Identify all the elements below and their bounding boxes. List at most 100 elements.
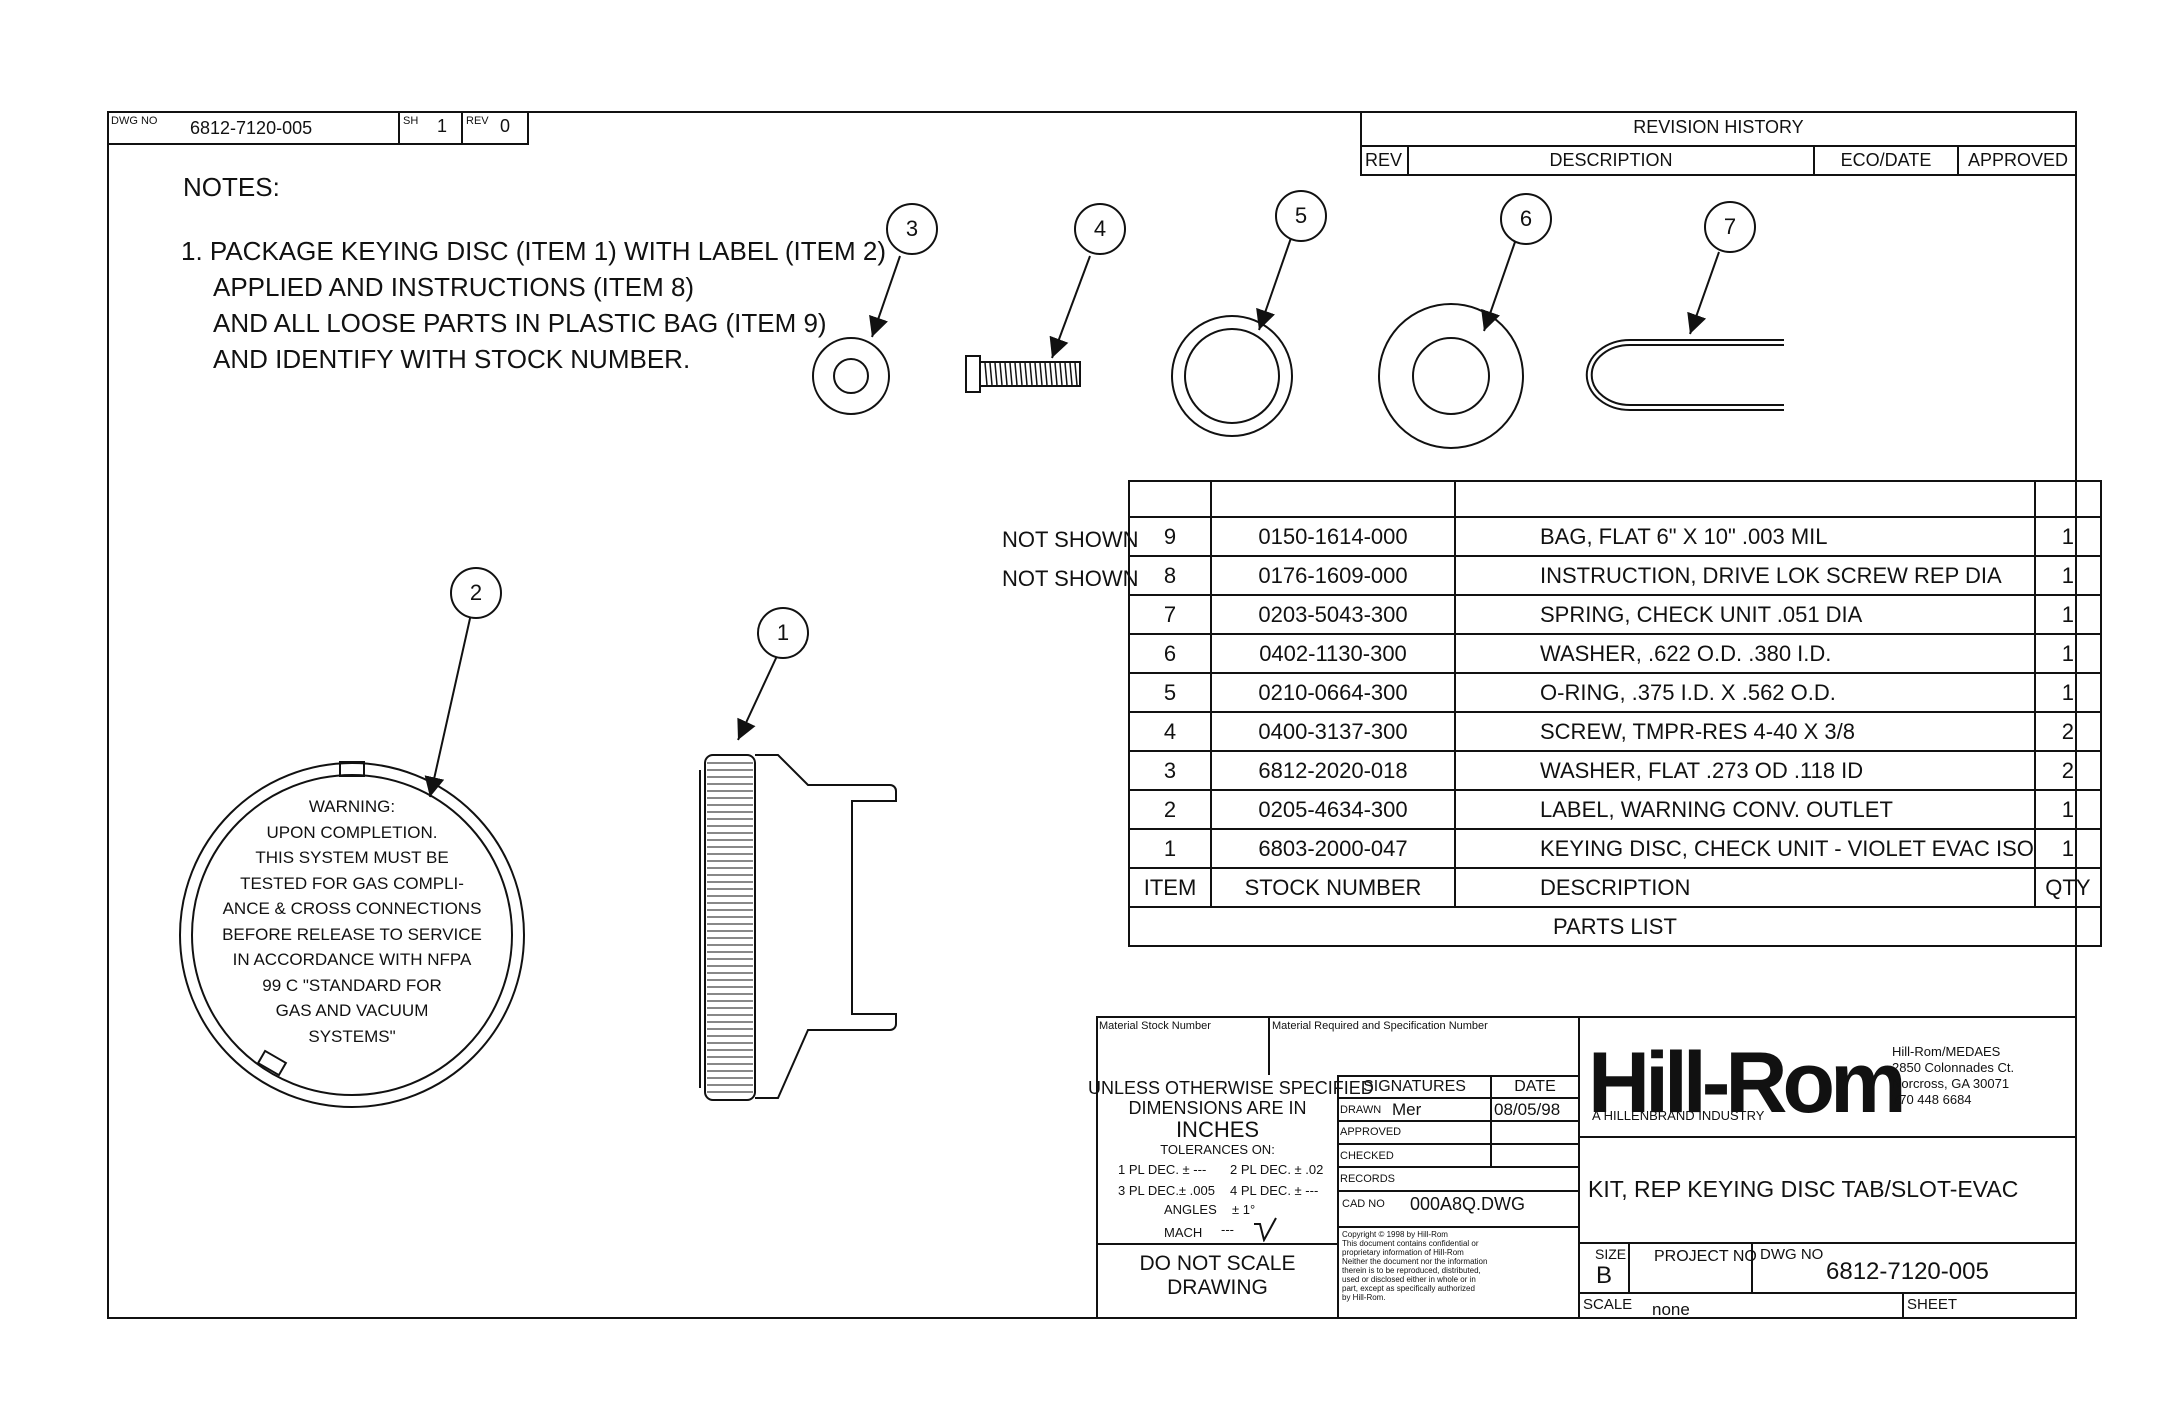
- rev-label: REV: [466, 115, 489, 127]
- note-line: APPLIED AND INSTRUCTIONS (ITEM 8): [213, 272, 695, 302]
- dwg-no: 6812-7120-005: [190, 118, 313, 138]
- notes-title: NOTES:: [183, 172, 280, 202]
- note-line: AND IDENTIFY WITH STOCK NUMBER.: [213, 344, 691, 374]
- item-cell: 5: [1128, 672, 1212, 713]
- size-label: SIZE: [1595, 1246, 1627, 1262]
- parts-list-title: PARTS LIST: [1128, 906, 2102, 947]
- tolerance-1pl: 1 PL DEC. ± ---: [1118, 1162, 1207, 1177]
- note-line: 1. PACKAGE KEYING DISC (ITEM 1) WITH LAB…: [181, 236, 887, 266]
- description-col-header: DESCRIPTION: [1549, 150, 1673, 170]
- balloon-4: 4: [1093, 216, 1107, 241]
- description-cell: BAG, FLAT 6" X 10" .003 MIL: [1454, 516, 2036, 557]
- signatures-header: SIGNATURES: [1363, 1078, 1466, 1095]
- item-col-header: ITEM: [1128, 867, 1212, 908]
- item-cell: 8: [1128, 555, 1212, 596]
- approved-col-header: APPROVED: [1967, 150, 2069, 170]
- item-cell: 1: [1128, 828, 1212, 869]
- washer-large: [1378, 303, 1524, 449]
- mach-label: MACH: [1164, 1225, 1203, 1240]
- tolerance-4pl: 4 PL DEC. ± ---: [1230, 1183, 1319, 1198]
- dimensions-text: DIMENSIONS ARE IN: [1128, 1098, 1307, 1118]
- balloon-1: 1: [776, 620, 790, 645]
- balloon-3: 3: [905, 216, 919, 241]
- balloon-6: 6: [1519, 206, 1533, 231]
- screw-shank: [979, 361, 1081, 387]
- item-cell: 2: [1128, 789, 1212, 830]
- screw-thread: [984, 362, 988, 386]
- drawing-title: KIT, REP KEYING DISC TAB/SLOT-EVAC: [1588, 1176, 2019, 1202]
- note-line: AND ALL LOOSE PARTS IN PLASTIC BAG (ITEM…: [213, 308, 827, 338]
- description-cell: SCREW, TMPR-RES 4-40 X 3/8: [1454, 711, 2036, 752]
- screw-thread: [1024, 362, 1028, 386]
- project-no-label: PROJECT NO: [1654, 1248, 1757, 1265]
- balloon-7: 7: [1723, 214, 1737, 239]
- qty-cell: 1: [2033, 516, 2102, 557]
- screw-thread: [1014, 362, 1018, 386]
- revision-history-table: [1360, 111, 2077, 176]
- desc-col-header: DESCRIPTION: [1454, 867, 2036, 908]
- checked-label: CHECKED: [1340, 1150, 1394, 1162]
- tolerance-2pl: 2 PL DEC. ± .02: [1230, 1162, 1324, 1177]
- item-cell: 4: [1128, 711, 1212, 752]
- parts-list-header-row: ITEM STOCK NUMBER DESCRIPTION QTY: [1128, 867, 2102, 908]
- description-cell: WASHER, FLAT .273 OD .118 ID: [1454, 750, 2036, 791]
- stock-number-cell: 0402-1130-300: [1210, 633, 1456, 674]
- drawn-date: 08/05/98: [1494, 1100, 1561, 1119]
- qty-cell: 2: [2033, 711, 2102, 752]
- screw-thread: [1034, 362, 1038, 386]
- qty-cell: 1: [2033, 555, 2102, 596]
- item-cell: 3: [1128, 750, 1212, 791]
- company-logo: Hill-Rom: [1588, 1035, 1907, 1131]
- screw-head: [965, 355, 981, 393]
- keying-disc-body: [755, 754, 897, 1099]
- washer-small: [812, 337, 890, 415]
- keying-disc-knurl: [704, 754, 756, 1101]
- stock-number-cell: 0400-3137-300: [1210, 711, 1456, 752]
- item-cell: 9: [1128, 516, 1212, 557]
- sheet-label: SH: [403, 115, 419, 127]
- qty-cell: 1: [2033, 789, 2102, 830]
- dwg-no-label: DWG NO: [111, 115, 158, 127]
- description-cell: KEYING DISC, CHECK UNIT - VIOLET EVAC IS…: [1454, 828, 2036, 869]
- rev-number: 0: [500, 116, 511, 136]
- not-shown-label: NOT SHOWN: [1002, 566, 1139, 591]
- company-tagline: A HILLENBRAND INDUSTRY: [1592, 1108, 1765, 1123]
- sheet-label-tb: SHEET: [1907, 1296, 1958, 1313]
- screw-thread: [1059, 362, 1063, 386]
- description-cell: INSTRUCTION, DRIVE LOK SCREW REP DIA: [1454, 555, 2036, 596]
- do-not-scale: DO NOT SCALE: [1139, 1252, 1296, 1275]
- screw-thread: [999, 362, 1003, 386]
- drawing-number: 6812-7120-005: [1826, 1258, 1989, 1285]
- stock-number-cell: 0203-5043-300: [1210, 594, 1456, 635]
- surface-finish-icon: [1254, 1217, 1277, 1242]
- units-text: INCHES: [1175, 1117, 1260, 1142]
- drawn-label: DRAWN: [1340, 1104, 1382, 1116]
- rev-col-header: REV: [1364, 150, 1402, 170]
- date-header: DATE: [1514, 1078, 1556, 1095]
- screw-thread: [994, 362, 998, 386]
- screw-thread: [1044, 362, 1048, 386]
- qty-cell: 1: [2033, 828, 2102, 869]
- qty-cell: 2: [2033, 750, 2102, 791]
- stock-number-cell: 0210-0664-300: [1210, 672, 1456, 713]
- drawn-by: Mer: [1392, 1100, 1422, 1119]
- revision-history-title: REVISION HISTORY: [1633, 117, 1804, 137]
- company-address: Hill-Rom/MEDAES 2850 Colonnades Ct. Norc…: [1892, 1044, 2015, 1107]
- qty-cell: 1: [2033, 672, 2102, 713]
- screw-thread: [1074, 362, 1078, 386]
- spring: [1585, 339, 1784, 411]
- screw-thread: [1004, 362, 1008, 386]
- balloon-2: 2: [469, 580, 483, 605]
- description-cell: WASHER, .622 O.D. .380 I.D.: [1454, 633, 2036, 674]
- stock-col-header: STOCK NUMBER: [1210, 867, 1456, 908]
- scale-label: SCALE: [1583, 1296, 1633, 1313]
